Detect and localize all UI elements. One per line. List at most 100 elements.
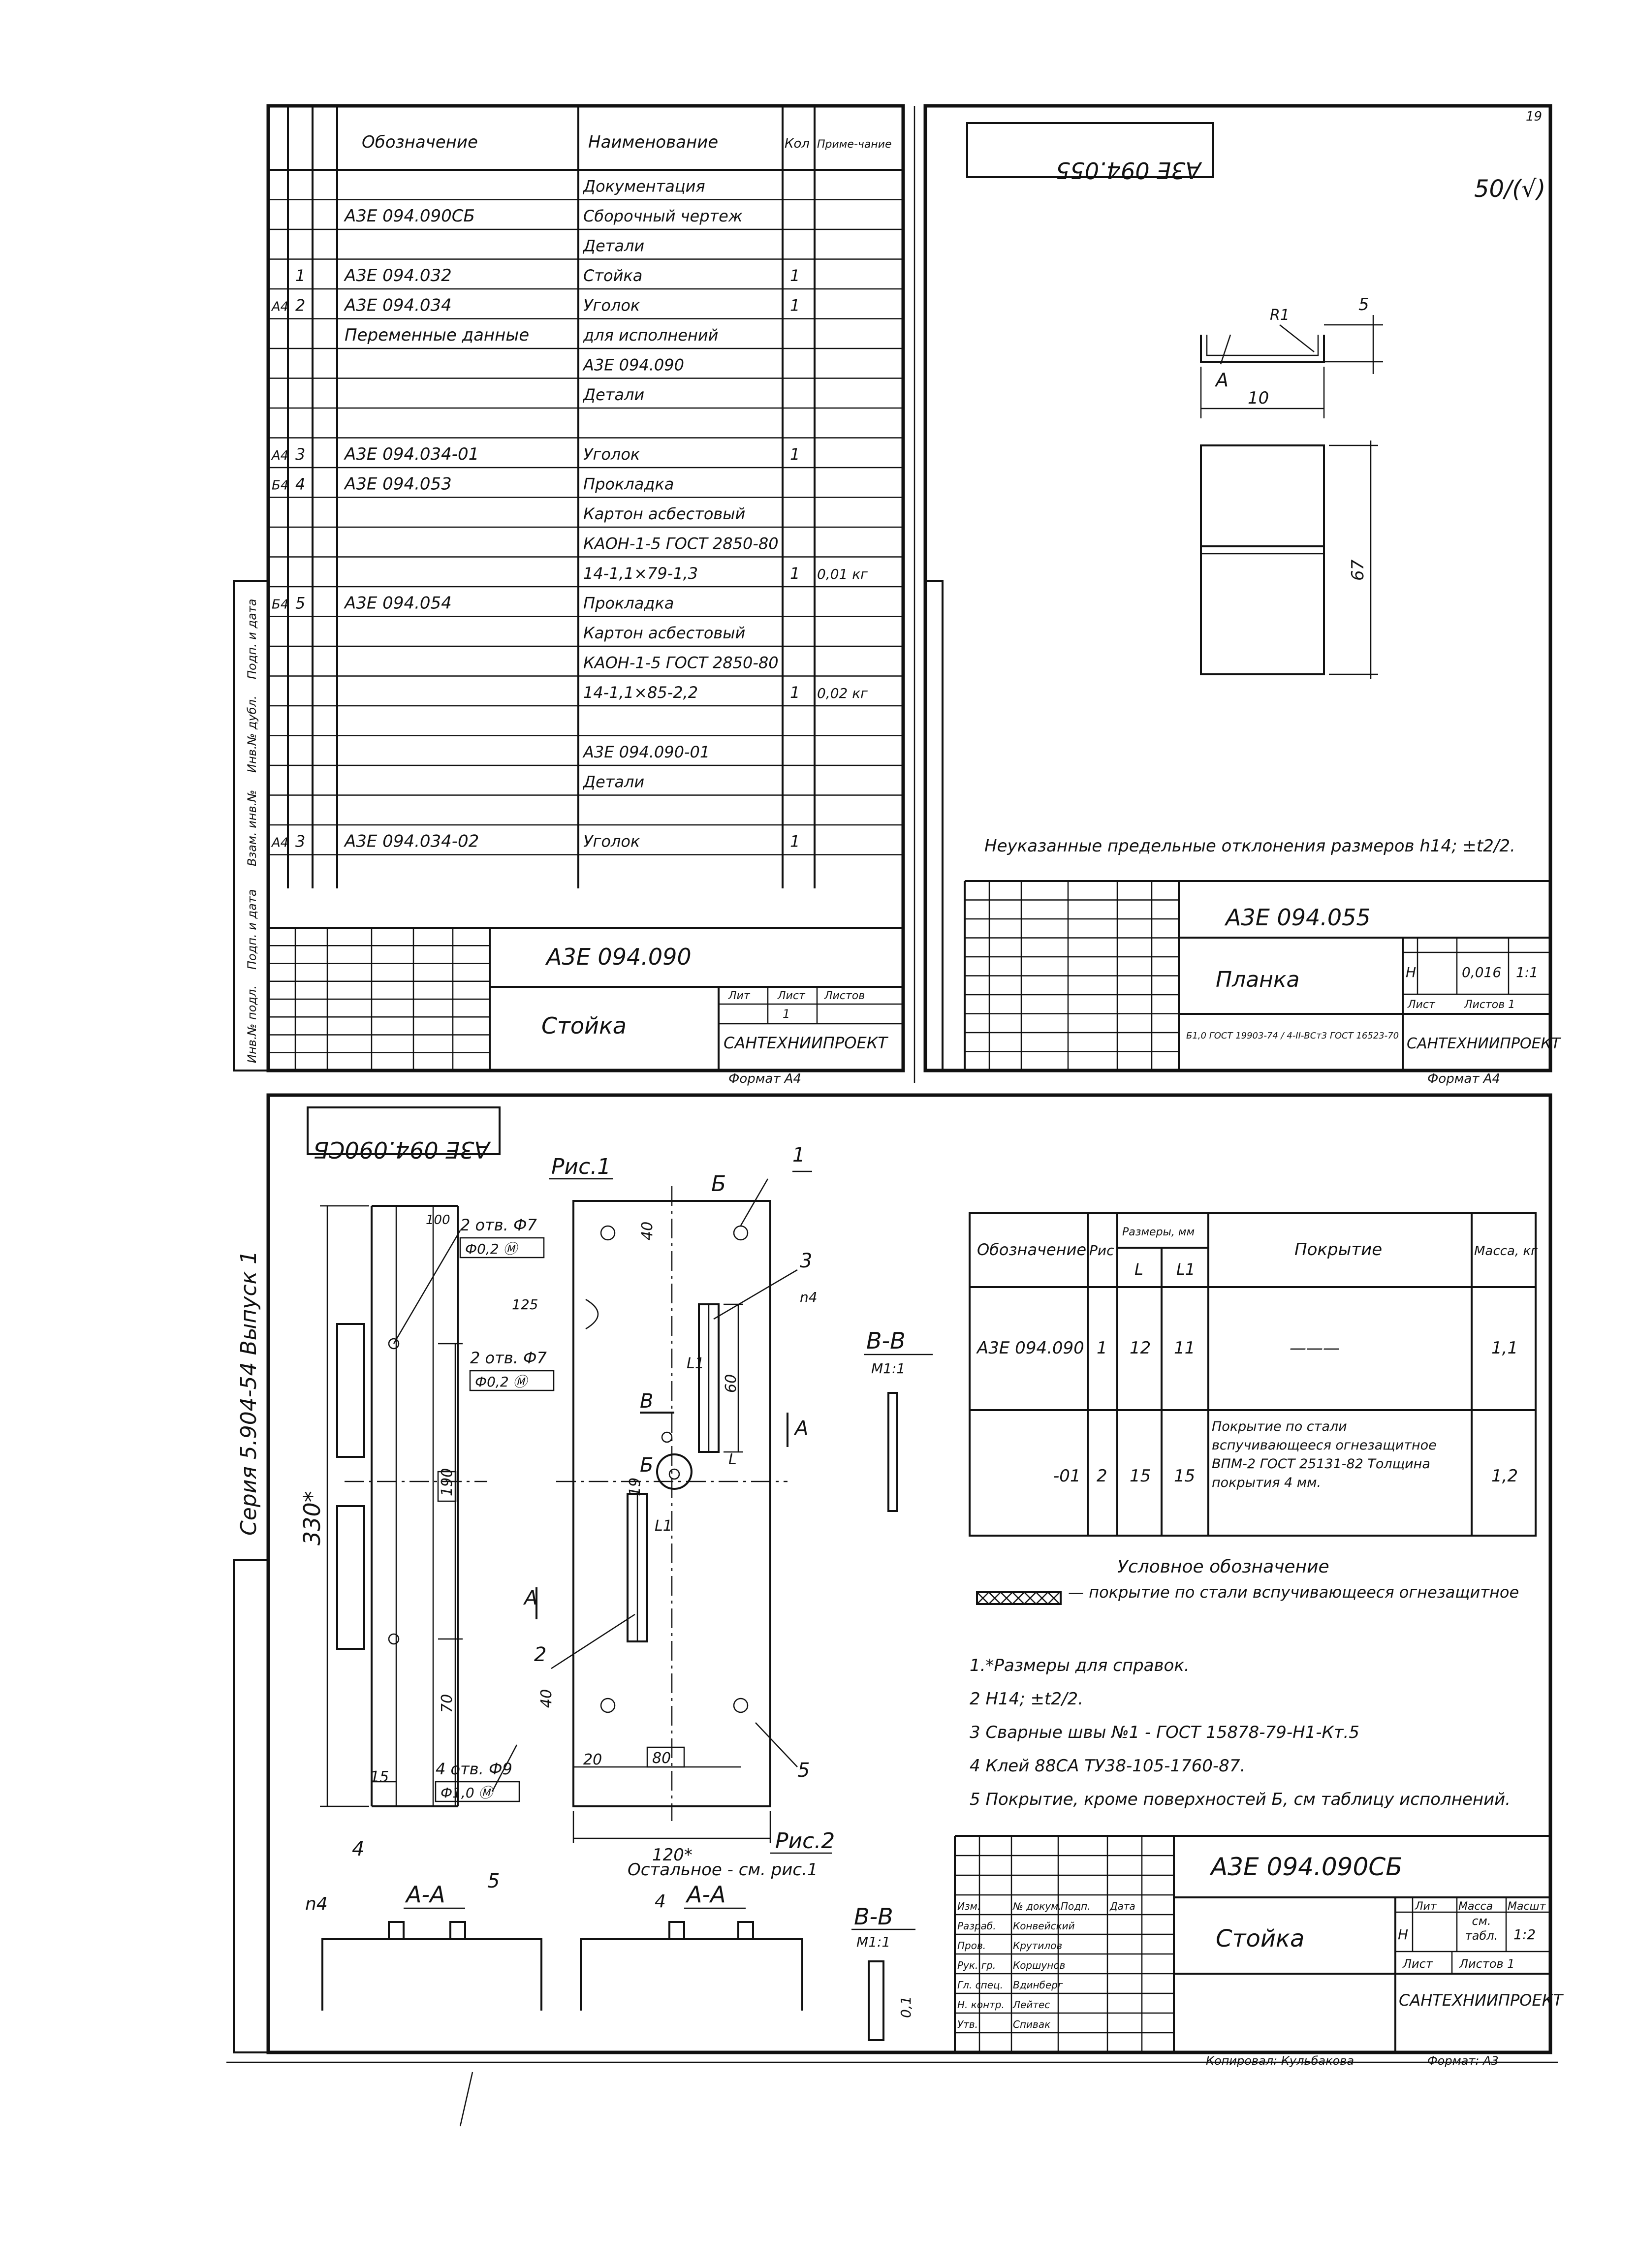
- margin-label-2: Взам. инв.№: [245, 790, 259, 866]
- variants-table: Обозначение Рис Размеры, мм L L1 Покрыти…: [969, 1212, 1538, 1537]
- section-aa-label-1: А-А: [405, 1881, 445, 1908]
- section-aa-pos5: 5: [487, 1870, 500, 1892]
- sign-role: Н. контр.: [957, 1999, 1005, 2011]
- spec-sheet: Обозначение Наименование Кол Приме-чание…: [233, 104, 905, 1086]
- spec-row-designation: А3Е 094.090СБ: [344, 206, 475, 226]
- vt-header-l1: L1: [1176, 1260, 1195, 1279]
- planka-plate: 67: [1200, 441, 1378, 679]
- sign-name: Коршунов: [1013, 1959, 1065, 1971]
- dim-40a: 40: [639, 1222, 656, 1240]
- legend-title: Условное обозначение: [1117, 1557, 1329, 1577]
- hole-callout-3: 4 отв. Ф9: [436, 1760, 512, 1778]
- note-3: 3 Сварные швы №1 - ГОСТ 15878-79-Н1-Кт.5: [970, 1723, 1359, 1742]
- assembly-lit-label: Лит: [1415, 1900, 1437, 1913]
- planka-dim-len: 67: [1348, 559, 1368, 581]
- sign-name: Вдинберг: [1013, 1979, 1063, 1991]
- spec-row-note: 0,01 кг: [817, 566, 868, 582]
- note-5: 5 Покрытие, кроме поверхностей Б, см таб…: [970, 1790, 1511, 1809]
- spec-row-name: Картон асбестовый: [583, 504, 745, 523]
- spec-row-name: КАОН-1-5 ГОСТ 2850-80: [583, 654, 779, 672]
- spec-row-name: Уголок: [583, 296, 640, 315]
- vt-row1-designation: -01: [1053, 1466, 1081, 1486]
- assembly-series: Серия 5.904-54 Выпуск 1: [236, 1251, 261, 1536]
- spec-row-designation: А3Е 094.034-02: [344, 832, 479, 851]
- planka-sheet-label: Лист: [1407, 999, 1436, 1011]
- planka-title-block: А3Е 094.055 Планка Н 0,016 1:1 Б1,0 ГОСТ…: [964, 880, 1562, 1086]
- sign-role: Гл. спец.: [957, 1979, 1003, 1991]
- note-1: 1.*Размеры для справок.: [970, 1656, 1190, 1675]
- spec-row-fmt: А4: [271, 448, 288, 463]
- sign-role: Изм.: [957, 1900, 980, 1912]
- pos-5-label: 5: [797, 1759, 810, 1782]
- spec-row-name: Детали: [582, 237, 644, 255]
- hole-callout-2-tol: Ф0,2 Ⓜ: [475, 1374, 529, 1390]
- spec-row-name: Уголок: [583, 832, 640, 851]
- vt-row0-coating: ———: [1290, 1338, 1340, 1358]
- assembly-sheet: А3Е 094.090СБ Серия 5.904-54 Выпуск 1 33…: [233, 1093, 1564, 2127]
- hole-callout-1-tol: Ф0,2 Ⓜ: [465, 1241, 519, 1257]
- legend-text: — покрытие по стали вспучивающееся огнез…: [1068, 1583, 1519, 1602]
- spec-row-pos: 4: [295, 475, 305, 494]
- planka-view-label: А: [1214, 369, 1228, 391]
- spec-row-name: КАОН-1-5 ГОСТ 2850-80: [583, 535, 779, 553]
- assembly-corner-code: А3Е 094.090СБ: [314, 1136, 491, 1163]
- spec-header-designation: Обозначение: [362, 132, 478, 152]
- section-bb: В-В М1:1: [864, 1327, 933, 1512]
- dim-125: 125: [512, 1296, 538, 1313]
- planka-sheets-label: Листов 1: [1464, 999, 1515, 1011]
- spec-row-name: Прокладка: [583, 475, 674, 494]
- spec-row-pos: 3: [295, 445, 305, 464]
- spec-row-qty: 1: [790, 266, 800, 285]
- assembly-title-code: А3Е 094.090СБ: [1209, 1853, 1402, 1881]
- section-bb2-t: 0,1: [898, 1996, 914, 2018]
- dim-20: 20: [583, 1751, 602, 1768]
- fig2-label: Рис.2: [775, 1828, 835, 1854]
- vt-row0-mass: 1,1: [1491, 1338, 1518, 1358]
- spec-row-designation: А3Е 094.032: [344, 266, 452, 285]
- pencil-stroke: [459, 2072, 473, 2127]
- spec-sheet-label: Лист: [777, 990, 806, 1002]
- assembly-format: Формат: А3: [1427, 2054, 1499, 2068]
- vt-header-coating: Покрытие: [1294, 1240, 1382, 1260]
- dim-60: 60: [723, 1374, 740, 1393]
- spec-row-qty: 1: [790, 832, 800, 851]
- spec-row-name: Картон асбестовый: [583, 624, 745, 642]
- sign-role: Пров.: [957, 1940, 986, 1952]
- note-2: 2 H14; ±t2/2.: [970, 1689, 1083, 1709]
- sign-name: Лейтес: [1012, 1999, 1050, 2011]
- spec-row-pos: 2: [295, 296, 305, 315]
- sign-role: Утв.: [957, 2018, 978, 2030]
- spec-row-name: Стойка: [583, 266, 642, 285]
- spec-row-name: Детали: [582, 773, 644, 791]
- sign-name: № докум.: [1012, 1900, 1062, 1912]
- planka-format: Формат А4: [1427, 1071, 1500, 1086]
- side-view: 330* 190 70 15 2 отв. Ф7 Ф0,2 Ⓜ 2 отв. Ф…: [299, 1205, 555, 1807]
- spec-row-fmt: Б4: [272, 478, 288, 493]
- vt-header-sizes: Размеры, мм: [1122, 1226, 1195, 1238]
- spec-row-fmt: А4: [271, 300, 288, 315]
- assembly-org: САНТЕХНИИПРОЕКТ: [1399, 1991, 1564, 2010]
- vt-header-l: L: [1134, 1260, 1143, 1279]
- front-view: Рис.1 40 40 125 60 L1: [512, 1144, 835, 1880]
- weld-mark: 100: [426, 1213, 450, 1228]
- vt-row1-coating: Покрытие по стали вспучивающееся огнезащ…: [1212, 1419, 1437, 1490]
- spec-row-pos: 5: [295, 594, 305, 613]
- section-aa-views: А-А 4 n4 5 А-А 4 В-В М1:1 0,1: [305, 1838, 915, 2041]
- assembly-title-block: Изм.№ докум.Подп.ДатаРазраб.КонвейскийПр…: [954, 1835, 1564, 2068]
- hole-callout-3-tol: Ф1,0 Ⓜ: [441, 1785, 495, 1801]
- spec-row-name: А3Е 094.090-01: [582, 743, 710, 761]
- spec-row-note: 0,02 кг: [817, 685, 868, 701]
- planka-material: Б1,0 ГОСТ 19903-74 / 4-II-ВСт3 ГОСТ 1652…: [1186, 1031, 1399, 1041]
- section-aa-pos4: 4: [352, 1838, 364, 1860]
- dim-total: 330*: [299, 1491, 325, 1545]
- dim-120: 120*: [652, 1845, 693, 1865]
- planka-dim-r: R1: [1270, 307, 1290, 324]
- dim-190: 190: [439, 1468, 456, 1496]
- spec-row-designation: А3Е 094.034-01: [344, 444, 479, 464]
- planka-sheet-mark: 19: [1526, 109, 1542, 124]
- spec-title-code: А3Е 094.090: [545, 944, 692, 970]
- spec-header-name: Наименование: [588, 132, 718, 152]
- planka-dim-w: 10: [1248, 388, 1269, 408]
- spec-margin-labels: Инв.№ подл. Подп. и дата Взам. инв.№ Инв…: [245, 599, 259, 1064]
